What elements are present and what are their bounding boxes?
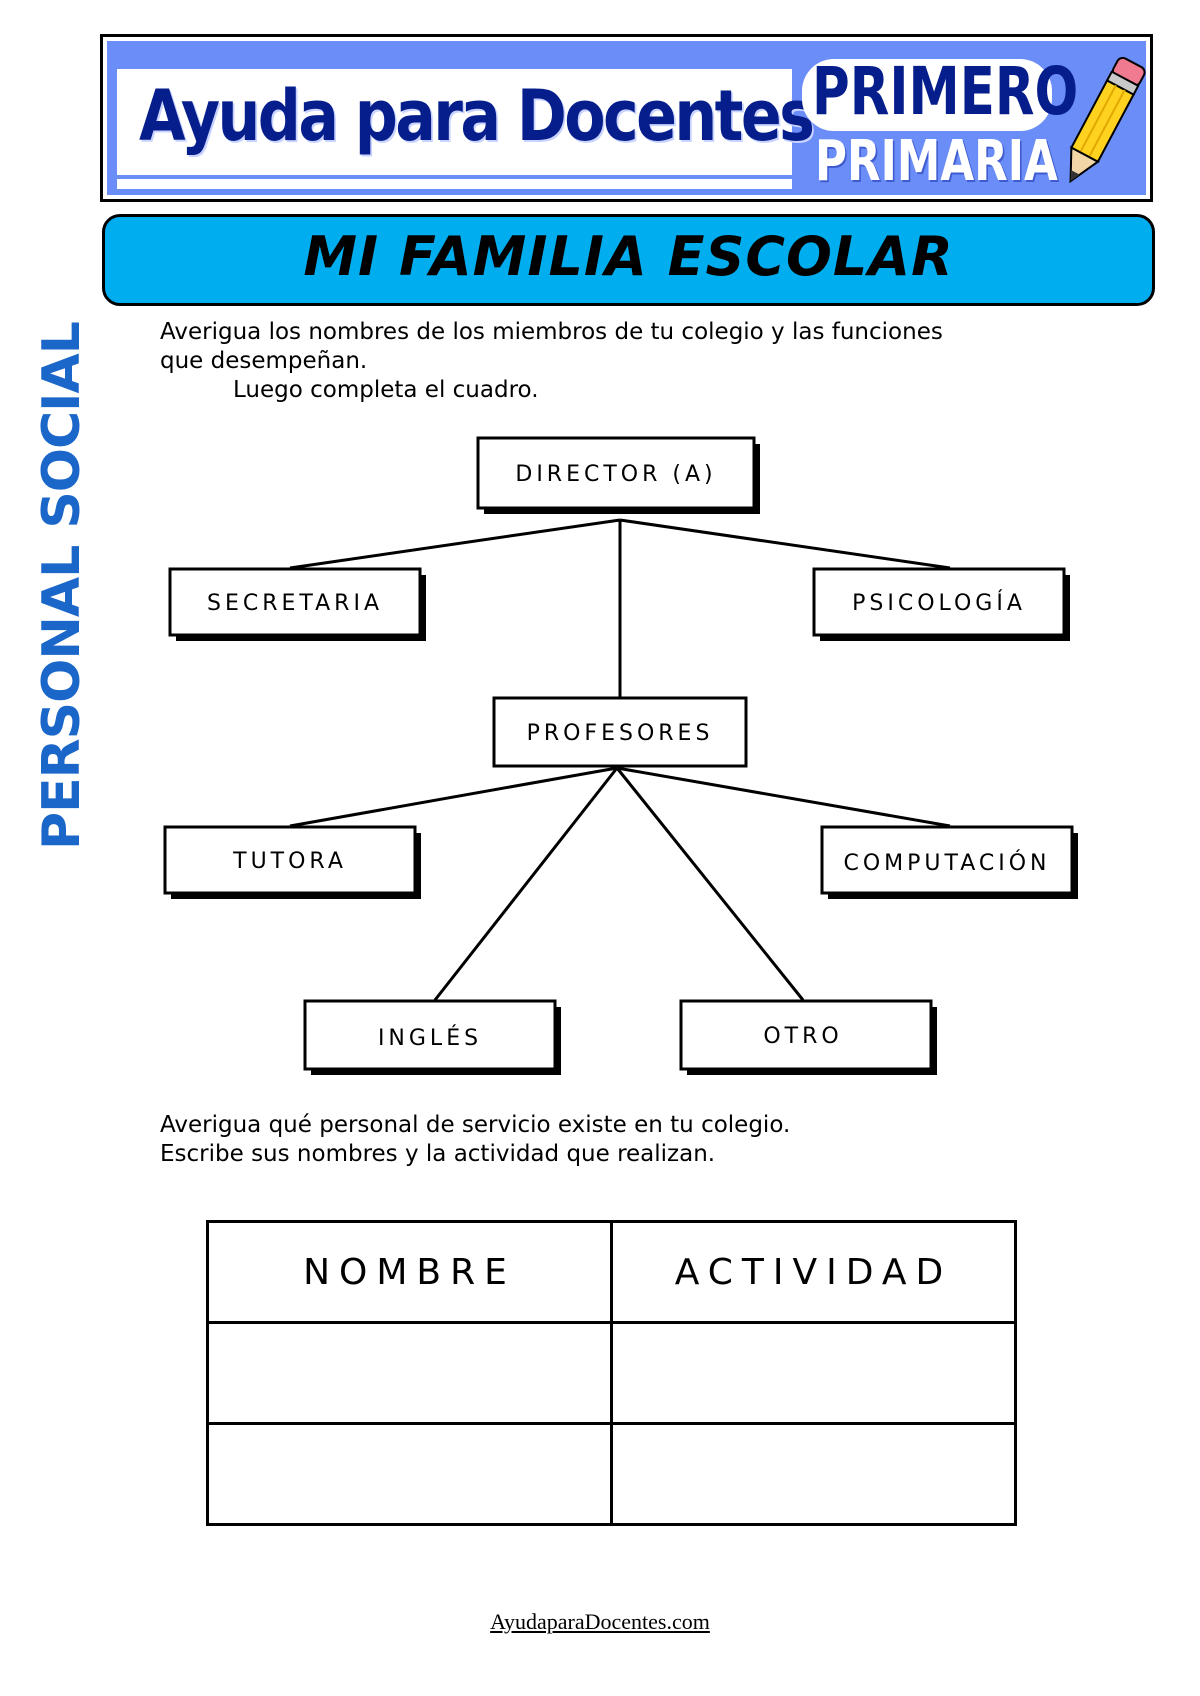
node-otro-label: OTRO: [763, 1024, 842, 1049]
table-header-row: NOMBRE ACTIVIDAD: [206, 1220, 1017, 1324]
node-director-label: DIRECTOR (A): [515, 462, 716, 487]
cell-actividad-2[interactable]: [610, 1422, 1017, 1526]
connector-director-secretaria: [289, 518, 621, 570]
cell-actividad-1[interactable]: [610, 1321, 1017, 1425]
org-chart-connectors: [289, 518, 951, 1001]
header-banner: Ayuda para Docentes PRIMERO PRIMARIA: [100, 34, 1153, 202]
node-ingles-label: INGLÉS: [378, 1025, 482, 1051]
grade-line2: PRIMARIA: [815, 129, 1058, 194]
instruction-service-line-1: Averigua qué personal de servicio existe…: [160, 1112, 791, 1138]
node-computacion-label: COMPUTACIÓN: [843, 850, 1050, 876]
node-tutora: TUTORA: [163, 825, 421, 899]
connector-profesores-ingles: [433, 767, 619, 1001]
node-profesores-label: PROFESORES: [527, 721, 714, 746]
node-psicologia-label: PSICOLOGÍA: [852, 590, 1026, 616]
node-tutora-label: TUTORA: [232, 849, 347, 874]
connector-profesores-computacion: [616, 766, 951, 828]
brand-underline: [117, 175, 792, 179]
cell-nombre-2[interactable]: [206, 1422, 613, 1526]
connector-director-psicologia: [619, 518, 951, 570]
banner-background: Ayuda para Docentes PRIMERO PRIMARIA: [107, 41, 1146, 195]
grade-line1: PRIMERO: [812, 53, 1079, 130]
node-computacion: COMPUTACIÓN: [820, 825, 1078, 899]
service-staff-table: NOMBRE ACTIVIDAD: [206, 1220, 1017, 1526]
node-secretaria: SECRETARIA: [168, 567, 426, 641]
connector-profesores-otro: [615, 767, 805, 1001]
grade-pill: [802, 59, 1052, 131]
connector-profesores-tutora: [289, 766, 618, 828]
instruction-line-1: Averigua los nombres de los miembros de …: [160, 319, 943, 345]
brand-panel: Ayuda para Docentes: [117, 61, 815, 189]
node-profesores: PROFESORES: [492, 696, 748, 768]
column-header-actividad: ACTIVIDAD: [610, 1220, 1017, 1324]
instruction-line-2: que desempeñan.: [160, 348, 368, 374]
table-row: [206, 1422, 1017, 1526]
column-header-nombre: NOMBRE: [206, 1220, 613, 1324]
node-psicologia: PSICOLOGÍA: [812, 567, 1070, 641]
cell-nombre-1[interactable]: [206, 1321, 613, 1425]
worksheet-title-bar: MI FAMILIA ESCOLAR: [102, 214, 1155, 306]
footer-site-link[interactable]: AyudaparaDocentes.com: [490, 1609, 710, 1634]
node-secretaria-label: SECRETARIA: [207, 591, 383, 616]
worksheet-title: MI FAMILIA ESCOLAR: [303, 225, 954, 288]
table-row: [206, 1321, 1017, 1425]
brand-logo-text: Ayuda para Docentes: [139, 75, 815, 157]
pencil-icon: [1069, 56, 1146, 184]
node-ingles: INGLÉS: [303, 999, 561, 1075]
node-otro: OTRO: [679, 999, 937, 1075]
node-director: DIRECTOR (A): [476, 436, 760, 514]
instruction-line-3: Luego completa el cuadro.: [233, 377, 539, 403]
instruction-service-line-2: Escribe sus nombres y la actividad que r…: [160, 1141, 716, 1167]
